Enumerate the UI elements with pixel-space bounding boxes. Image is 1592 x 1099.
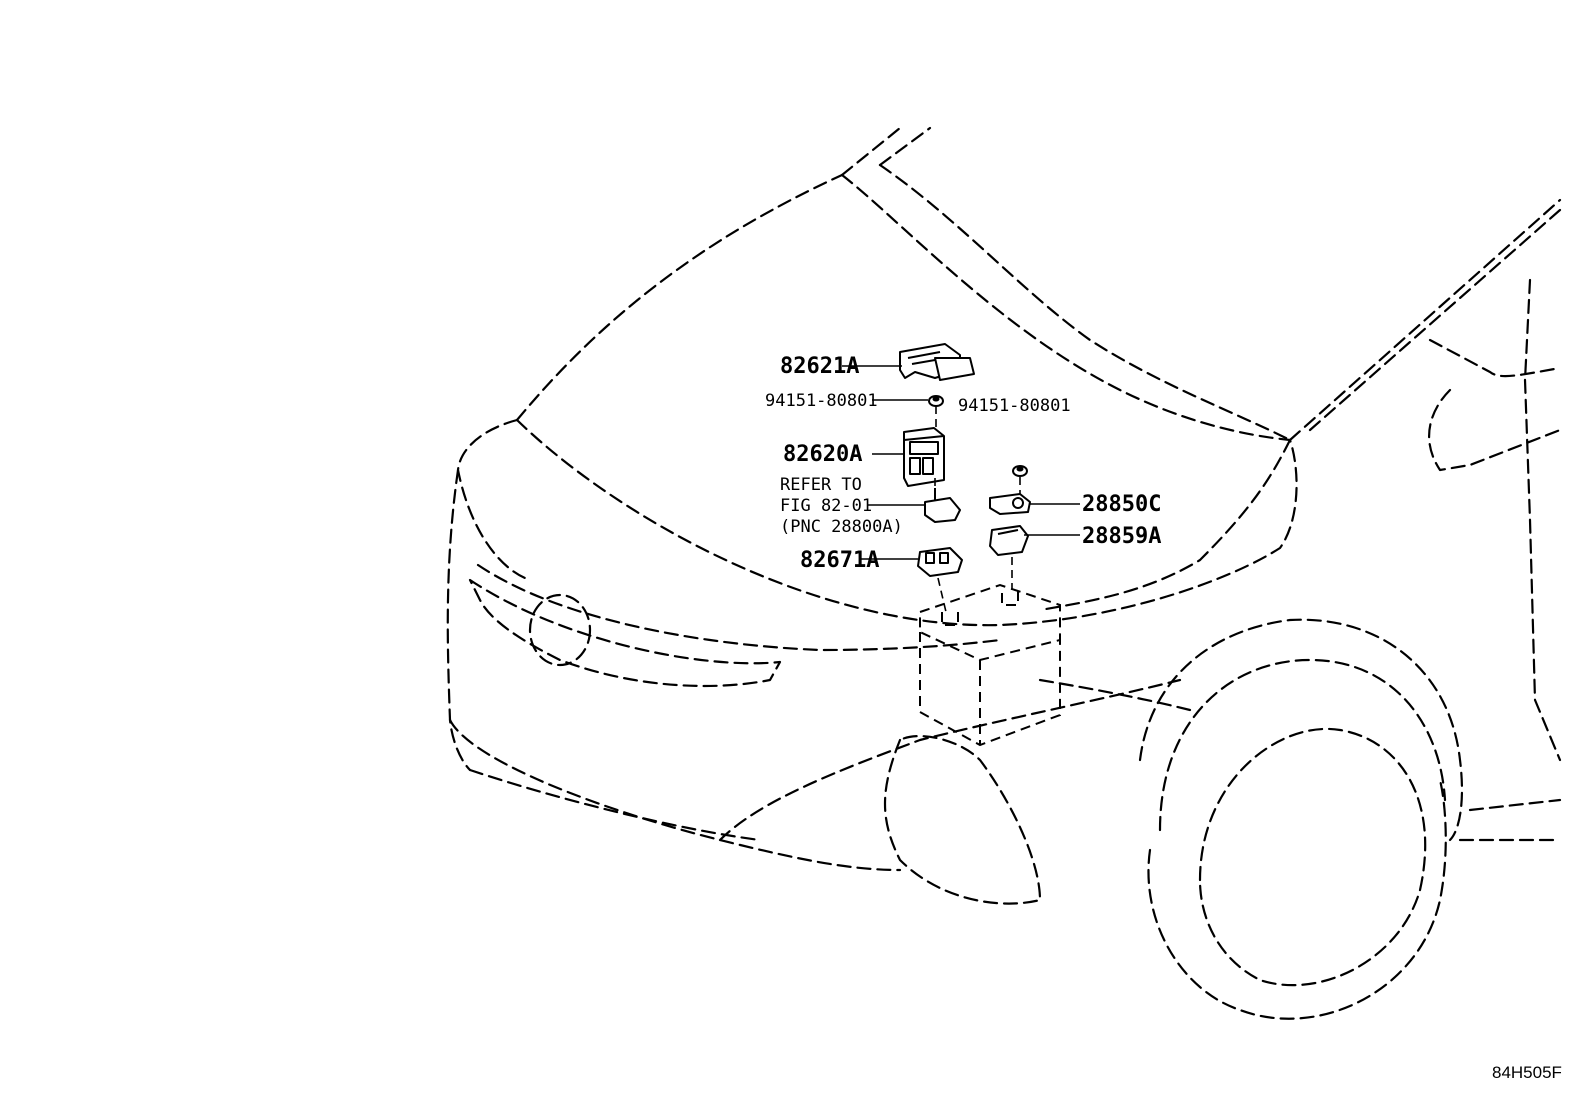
callout-82620A: 82620A	[783, 442, 862, 467]
callout-28859A: 28859A	[1082, 524, 1161, 549]
mirror	[1428, 388, 1562, 472]
nut-94151-left	[928, 395, 944, 407]
parts	[899, 343, 1031, 613]
callout-82671A: 82671A	[800, 548, 879, 573]
battery-top	[919, 583, 1061, 662]
front-face-grille-line	[476, 563, 1002, 652]
fender-top	[1038, 438, 1292, 612]
headlight-upper	[468, 578, 782, 688]
battery-outline	[919, 583, 1061, 747]
wheel-arch-inner	[1158, 658, 1447, 832]
battery-left-terminal	[941, 606, 959, 626]
cowl-line-2	[878, 126, 932, 167]
a-pillar	[1288, 198, 1562, 442]
windshield-lower	[1428, 338, 1562, 378]
battery-body	[919, 632, 1061, 747]
cowl-line	[840, 126, 902, 177]
wheel-arch-outer	[1138, 618, 1464, 842]
bracket-fig-82-01	[924, 478, 961, 523]
hood-left-edge	[515, 173, 844, 422]
bumper-corner	[718, 678, 1182, 842]
refer-text-line2: FIG 82-01	[780, 496, 872, 516]
fog-light	[528, 593, 592, 667]
refer-text-line1: REFER TO	[780, 475, 862, 495]
side-lower-line	[1468, 798, 1562, 812]
nut-94151-right	[1012, 465, 1028, 496]
door-edge	[1523, 278, 1562, 762]
vehicle-outline	[446, 126, 1562, 1020]
labels: 82621A 94151-80801 94151-80801 82620A RE…	[765, 354, 1562, 1082]
terminal-cover-82621A	[899, 343, 975, 381]
hood-front-edge	[515, 418, 1298, 627]
terminal-28850C	[989, 493, 1031, 515]
lower-grille	[468, 768, 762, 842]
refer-text-line3: (PNC 28800A)	[780, 517, 903, 537]
leader-lines	[842, 365, 1080, 560]
clamp-82671A	[917, 547, 963, 613]
bumper-top-left	[456, 418, 532, 582]
diagram-code: 84H505F	[1492, 1063, 1562, 1082]
callout-94151-left: 94151-80801	[765, 391, 878, 411]
hood-top-right-edge	[878, 163, 1292, 442]
intake-opening	[883, 735, 1042, 905]
a-pillar-inner	[1308, 208, 1562, 432]
front-face-left	[446, 468, 472, 772]
callout-94151-right: 94151-80801	[958, 396, 1071, 416]
lower-bumper	[448, 718, 902, 872]
callout-28850C: 28850C	[1082, 492, 1161, 517]
battery-right-terminal	[1001, 590, 1019, 606]
callout-82621A: 82621A	[780, 354, 859, 379]
tire-inner	[1198, 727, 1427, 987]
hood-center-ridge	[840, 173, 1292, 442]
terminal-28859A	[989, 525, 1029, 590]
tire-outer	[1147, 778, 1447, 1020]
fuse-block-82620A	[903, 406, 945, 487]
